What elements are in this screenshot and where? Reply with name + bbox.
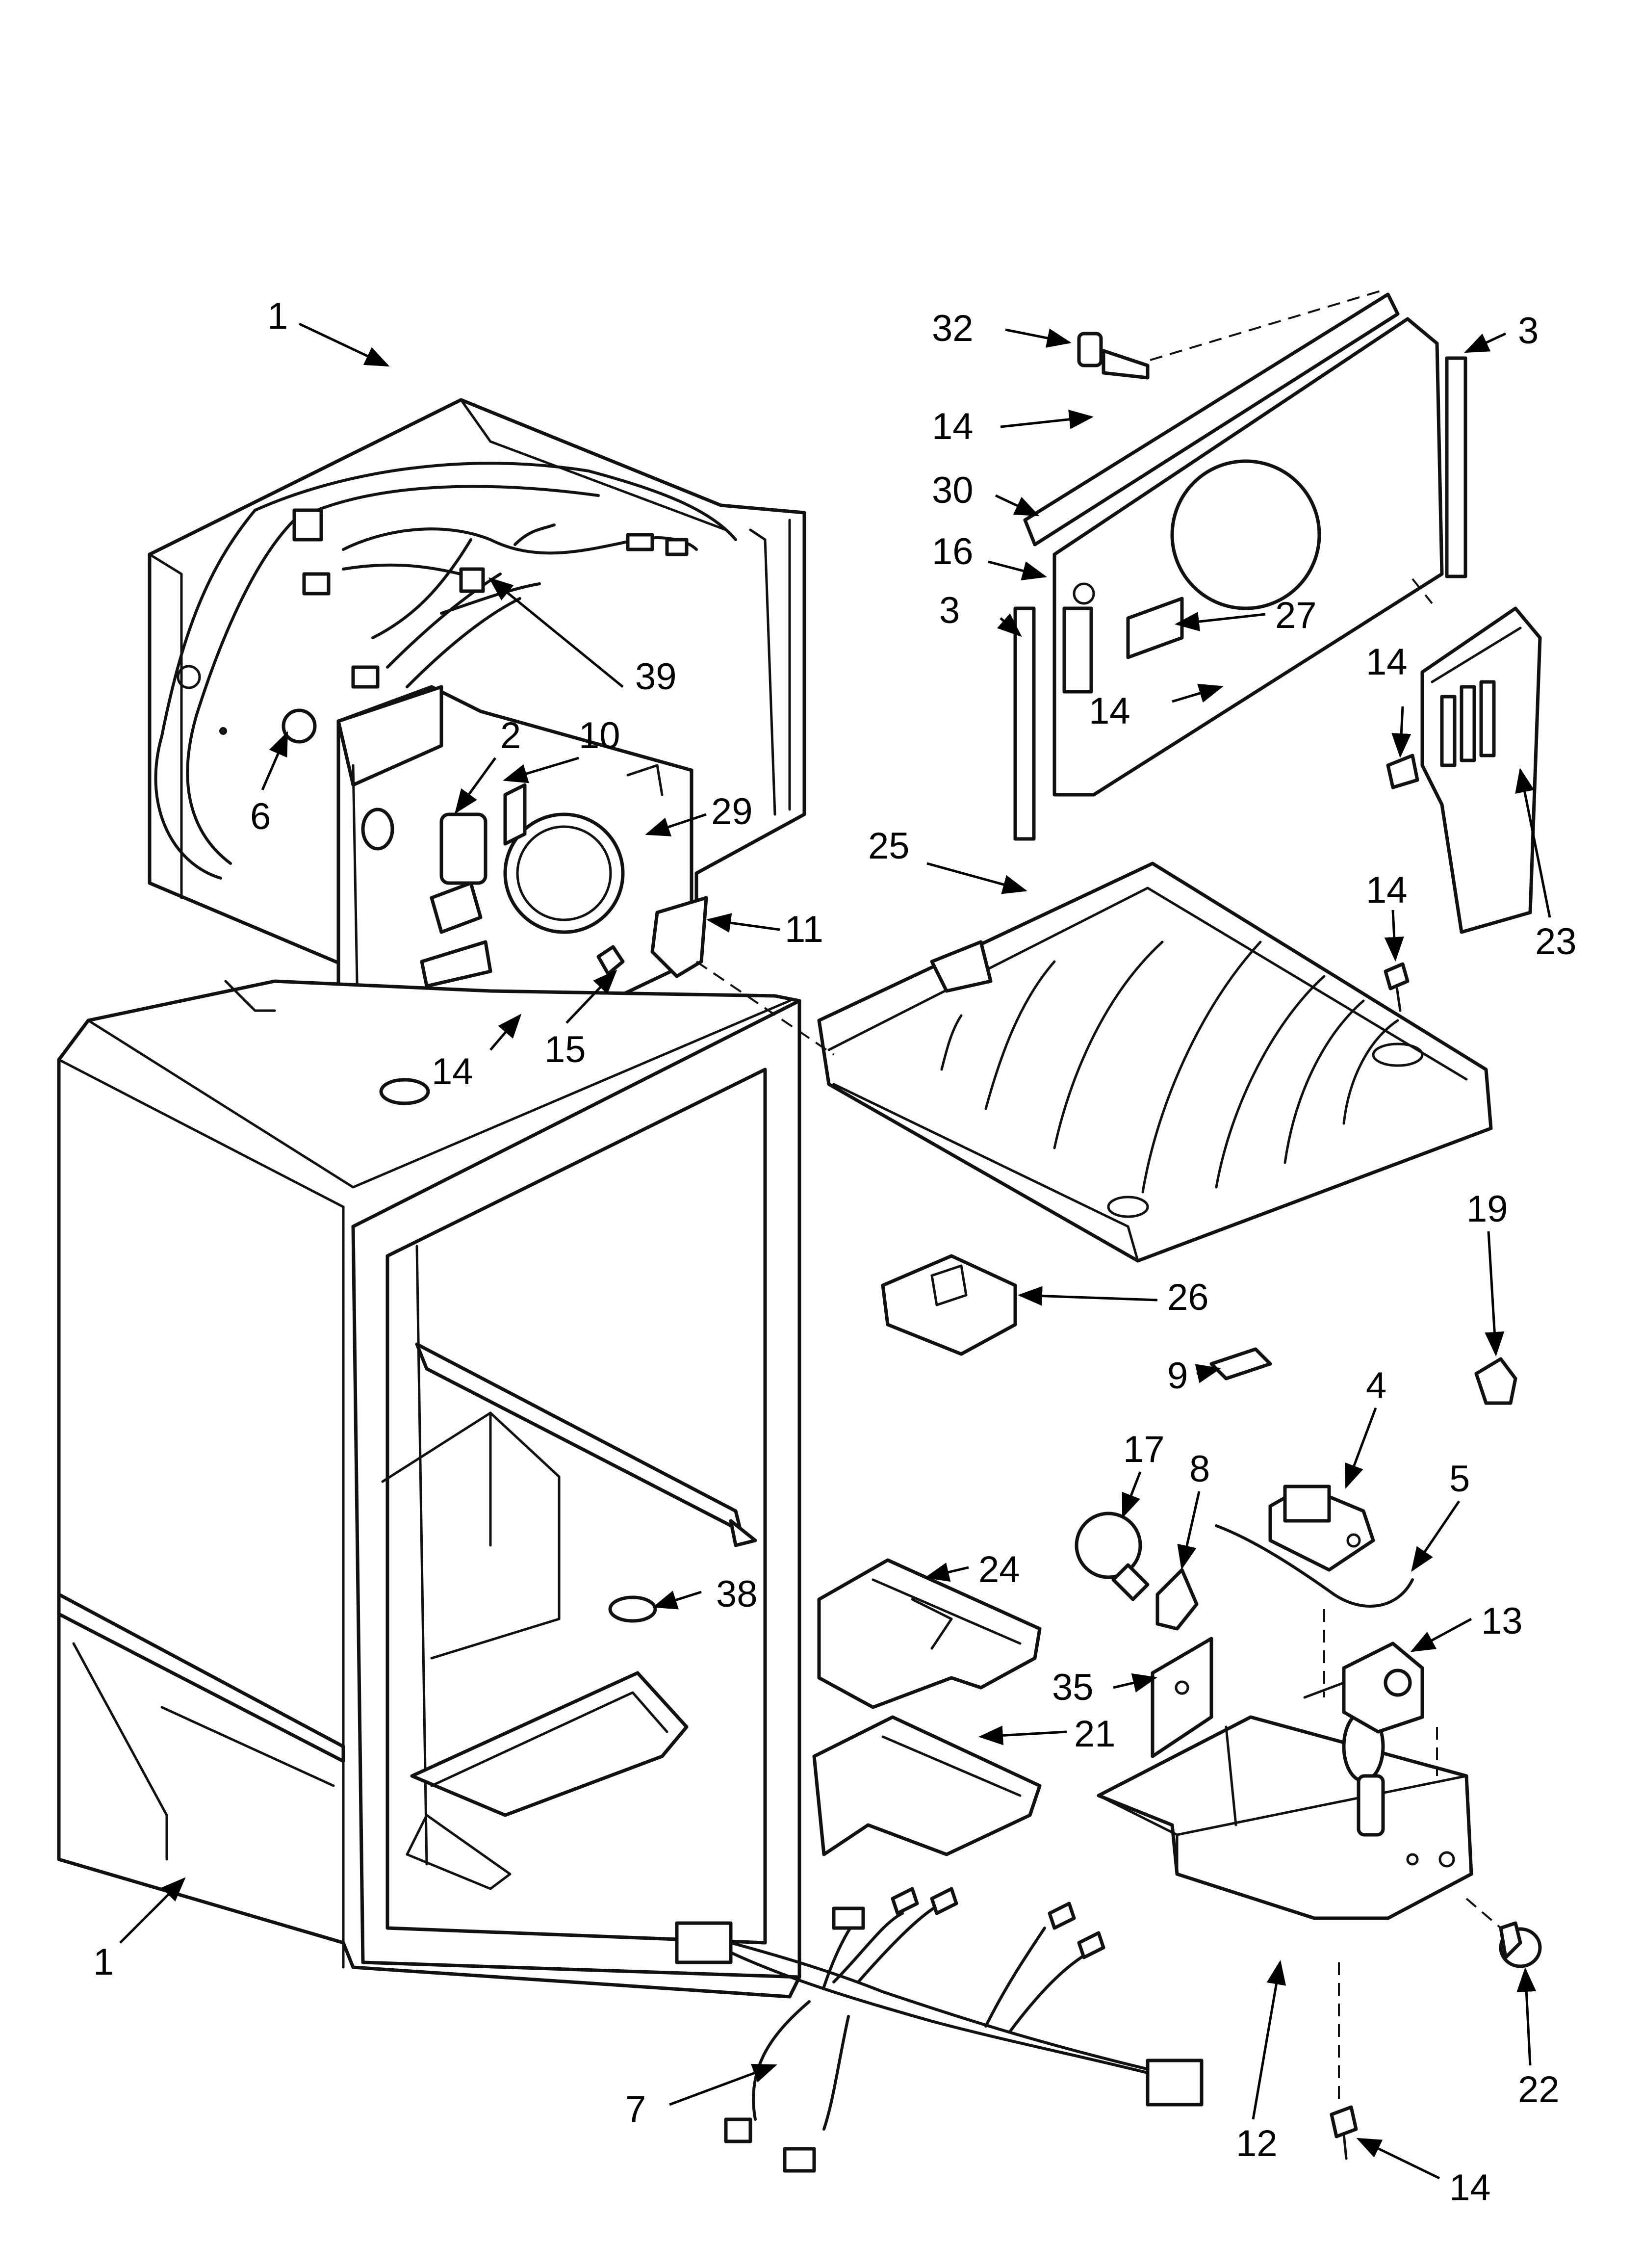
callout-11: 11 bbox=[785, 909, 823, 950]
callout-39: 39 bbox=[635, 656, 677, 698]
callout-3-left: 3 bbox=[939, 590, 960, 631]
callout-13: 13 bbox=[1481, 1600, 1523, 1642]
callout-5: 5 bbox=[1449, 1458, 1470, 1500]
damper-housing-26 bbox=[881, 1254, 1017, 1356]
callout-38: 38 bbox=[716, 1573, 758, 1615]
callout-12: 12 bbox=[1236, 2123, 1278, 2164]
damper-control-4 bbox=[1268, 1485, 1375, 1572]
callout-1-upper-liner: 1 bbox=[267, 295, 288, 337]
light-socket-8 bbox=[1155, 1568, 1199, 1631]
upper-wire-harness bbox=[154, 462, 737, 880]
leader-lines bbox=[119, 322, 1551, 2180]
callout-14-duct: 14 bbox=[1366, 641, 1408, 683]
callout-35: 35 bbox=[1052, 1667, 1094, 1708]
callout-30: 30 bbox=[932, 469, 974, 511]
light-shield-24 bbox=[817, 1558, 1042, 1709]
callout-14-fan: 14 bbox=[432, 1051, 473, 1093]
callout-21: 21 bbox=[1074, 1713, 1116, 1755]
callout-1-lower-liner: 1 bbox=[93, 1941, 114, 1983]
callout-22: 22 bbox=[1518, 2069, 1560, 2111]
callout-16: 16 bbox=[932, 531, 974, 573]
callout-29: 29 bbox=[711, 791, 753, 833]
freezer-floor-pan bbox=[817, 861, 1493, 1263]
callout-14-panel: 14 bbox=[1089, 690, 1130, 732]
callout-9: 9 bbox=[1167, 1355, 1188, 1397]
callout-3-right: 3 bbox=[1518, 310, 1539, 352]
thermostat-13 bbox=[1303, 1642, 1424, 1734]
capillary-tube-5 bbox=[1215, 1524, 1414, 1608]
callout-24: 24 bbox=[978, 1549, 1020, 1590]
lower-wire-harness-7 bbox=[675, 1887, 1204, 2173]
callout-14-pan: 14 bbox=[1366, 869, 1408, 911]
callout-19: 19 bbox=[1466, 1188, 1508, 1230]
lower-cabinet-liner bbox=[57, 979, 801, 1999]
clip-9 bbox=[1209, 1347, 1272, 1381]
callout-4: 4 bbox=[1366, 1365, 1386, 1407]
assembly-lines bbox=[695, 288, 1502, 2105]
callout-17: 17 bbox=[1123, 1429, 1165, 1470]
callout-7: 7 bbox=[625, 2088, 646, 2130]
light-bulb-17 bbox=[1075, 1512, 1150, 1601]
light-socket-bracket-35 bbox=[1151, 1637, 1213, 1758]
callout-23: 23 bbox=[1535, 921, 1577, 963]
callout-32: 32 bbox=[932, 308, 974, 349]
callout-26: 26 bbox=[1167, 1277, 1209, 1318]
callout-2: 2 bbox=[500, 715, 521, 756]
light-shield-21 bbox=[812, 1715, 1042, 1856]
knob-22 bbox=[1499, 1921, 1542, 1968]
callout-6: 6 bbox=[250, 796, 271, 837]
callout-27: 27 bbox=[1275, 595, 1317, 636]
callout-14-bottom: 14 bbox=[1449, 2167, 1491, 2209]
screw-14-bottom bbox=[1330, 2105, 1358, 2160]
callout-15: 15 bbox=[544, 1029, 586, 1070]
air-duct-cover bbox=[1386, 606, 1542, 934]
screw-14-pan bbox=[1384, 962, 1410, 1012]
callout-14-top: 14 bbox=[932, 406, 974, 447]
callouts: 1 32 3 14 30 16 3 27 14 14 39 2 10 6 29 … bbox=[93, 295, 1577, 2209]
callout-25: 25 bbox=[868, 825, 910, 867]
callout-8: 8 bbox=[1189, 1448, 1210, 1490]
callout-10: 10 bbox=[579, 715, 620, 756]
evaporator-cover-panel bbox=[1013, 292, 1467, 841]
switch-19 bbox=[1474, 1357, 1517, 1405]
